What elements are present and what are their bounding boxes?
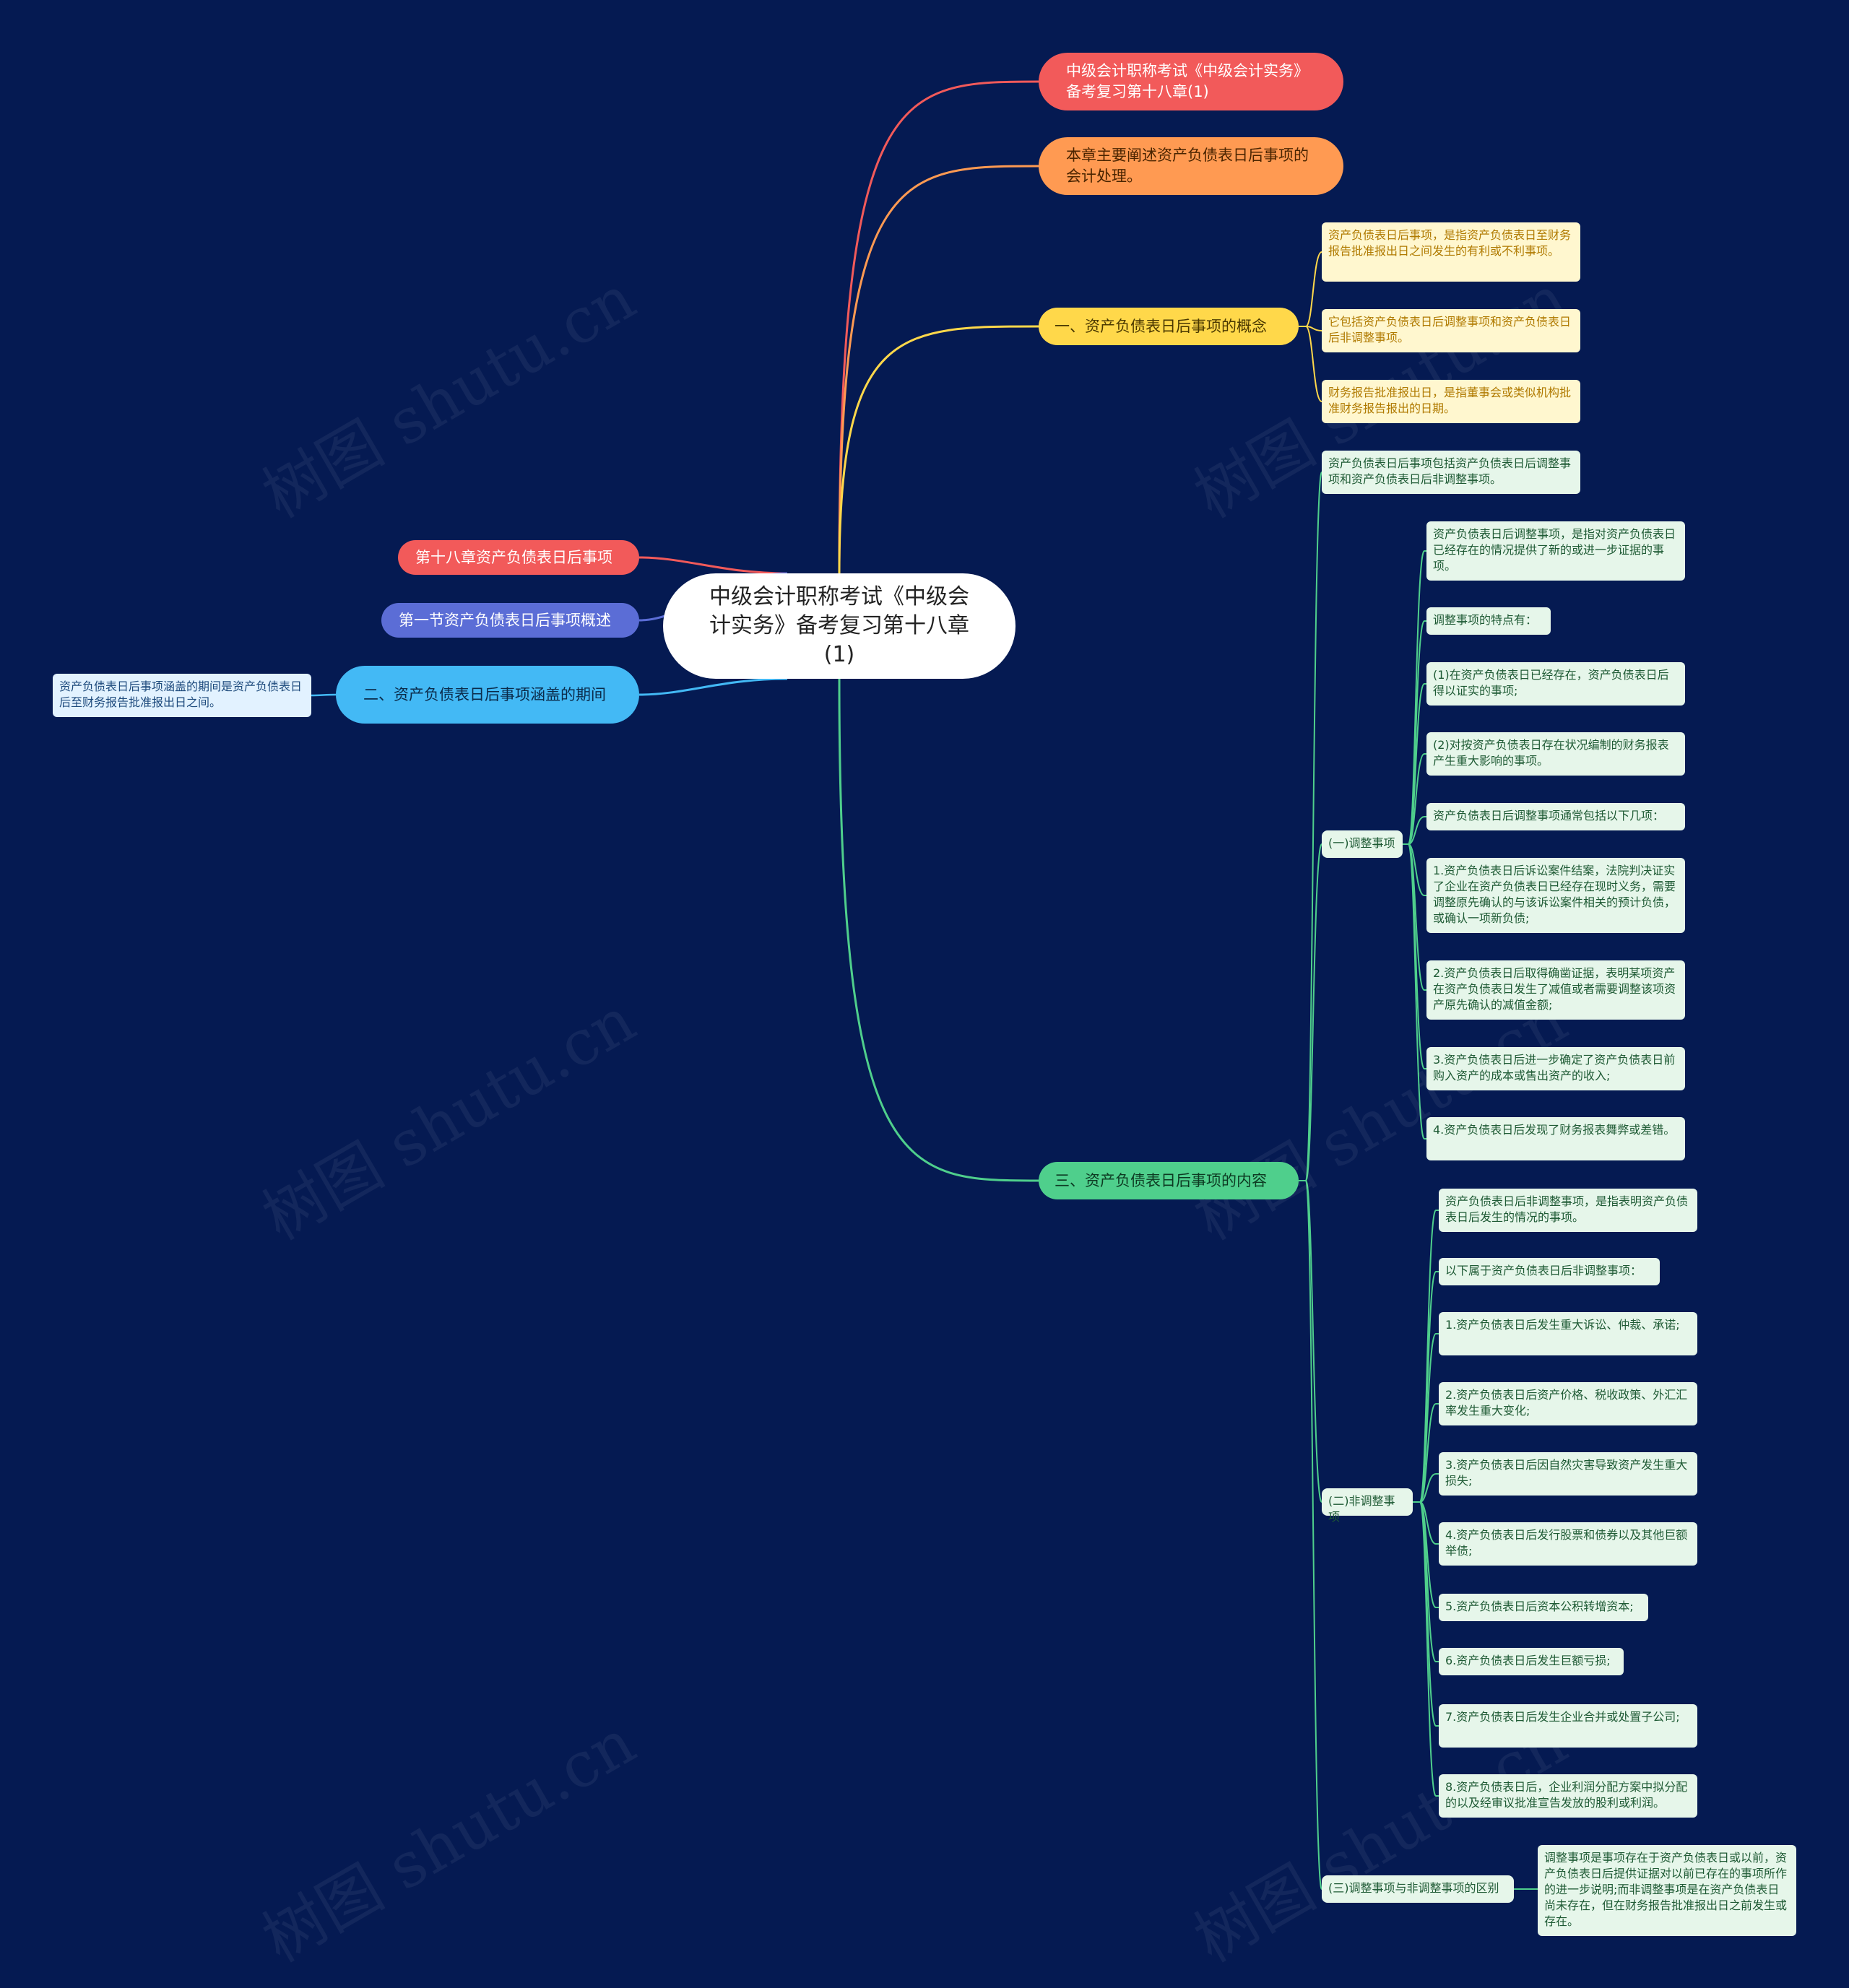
adjusting-item[interactable]: (2)对按资产负债表日存在状况编制的财务报表产生重大影响的事项。 <box>1426 732 1685 776</box>
connector-line <box>1299 1180 1322 1890</box>
connector-line <box>1403 753 1426 845</box>
title-node[interactable]: 中级会计职称考试《中级会计实务》备考复习第十八章(1) <box>1039 53 1343 110</box>
concept-node[interactable]: 一、资产负债表日后事项的概念 <box>1039 308 1299 345</box>
non-adjusting-item[interactable]: 以下属于资产负债表日后非调整事项： <box>1439 1258 1660 1285</box>
concept-item[interactable]: 财务报告批准报出日，是指董事会或类似机构批准财务报告报出的日期。 <box>1322 380 1580 423</box>
non-adjusting-item[interactable]: 3.资产负债表日后因自然灾害导致资产发生重大损失; <box>1439 1452 1697 1496</box>
difference-node[interactable]: (三)调整事项与非调整事项的区别 <box>1322 1875 1514 1903</box>
adjusting-item[interactable]: 4.资产负债表日后发现了财务报表舞弊或差错。 <box>1426 1117 1685 1160</box>
non-adjusting-item[interactable]: 2.资产负债表日后资产价格、税收政策、外汇汇率发生重大变化; <box>1439 1382 1697 1425</box>
connector-line <box>838 325 1039 574</box>
connector-line <box>838 80 1039 574</box>
adjusting-item[interactable]: 资产负债表日后调整事项，是指对资产负债表日已经存在的情况提供了新的或进一步证据的… <box>1426 521 1685 581</box>
non-adjusting-node[interactable]: (二)非调整事项 <box>1322 1488 1413 1524</box>
intro-node[interactable]: 本章主要阐述资产负债表日后事项的会计处理。 <box>1039 137 1343 195</box>
adjusting-item[interactable]: 调整事项的特点有： <box>1426 607 1551 635</box>
adjusting-item[interactable]: (1)在资产负债表日已经存在，资产负债表日后得以证实的事项; <box>1426 662 1685 706</box>
connector-line <box>1413 1403 1439 1503</box>
connector-line <box>838 678 1039 1182</box>
connector-line <box>1299 1180 1322 1503</box>
non-adjusting-item[interactable]: 资产负债表日后非调整事项，是指表明资产负债表日后发生的情况的事项。 <box>1439 1189 1697 1232</box>
period-detail[interactable]: 资产负债表日后事项涵盖的期间是资产负债表日后至财务报告批准报出日之间。 <box>53 674 311 717</box>
root-node[interactable]: 中级会计职称考试《中级会计实务》备考复习第十八章(1) <box>663 573 1016 679</box>
adjusting-item[interactable]: 2.资产负债表日后取得确凿证据，表明某项资产在资产负债表日发生了减值或者需要调整… <box>1426 960 1685 1020</box>
adjusting-node[interactable]: (一)调整事项 <box>1322 830 1403 858</box>
non-adjusting-item[interactable]: 8.资产负债表日后，企业利润分配方案中拟分配的以及经审议批准宣告发放的股利或利润… <box>1439 1774 1697 1818</box>
non-adjusting-item[interactable]: 5.资产负债表日后资本公积转增资本; <box>1439 1594 1648 1621</box>
period-node[interactable]: 二、资产负债表日后事项涵盖的期间 <box>336 666 639 724</box>
adjusting-item[interactable]: 资产负债表日后调整事项通常包括以下几项： <box>1426 803 1685 830</box>
chapter-node[interactable]: 第十八章资产负债表日后事项 <box>398 540 639 575</box>
connector-line <box>1413 1501 1439 1797</box>
non-adjusting-item[interactable]: 1.资产负债表日后发生重大诉讼、仲裁、承诺; <box>1439 1312 1697 1355</box>
connector-line <box>1299 326 1322 402</box>
non-adjusting-item[interactable]: 7.资产负债表日后发生企业合并或处置子公司; <box>1439 1704 1697 1748</box>
connector-line <box>1299 251 1322 327</box>
connector-line <box>838 165 1039 574</box>
connector-line <box>638 556 788 575</box>
connector-line <box>638 677 788 696</box>
content-summary[interactable]: 资产负债表日后事项包括资产负债表日后调整事项和资产负债表日后非调整事项。 <box>1322 451 1580 494</box>
concept-item[interactable]: 它包括资产负债表日后调整事项和资产负债表日后非调整事项。 <box>1322 309 1580 352</box>
content-node[interactable]: 三、资产负债表日后事项的内容 <box>1039 1162 1299 1199</box>
connector-line <box>1299 843 1322 1181</box>
adjusting-item[interactable]: 1.资产负债表日后诉讼案件结案，法院判决证实了企业在资产负债表日已经存在现时义务… <box>1426 858 1685 933</box>
difference-detail[interactable]: 调整事项是事项存在于资产负债表日或以前，资产负债表日后提供证据对以前已存在的事项… <box>1538 1845 1796 1936</box>
connector-line <box>1403 843 1426 1140</box>
concept-item[interactable]: 资产负债表日后事项，是指资产负债表日至财务报告批准报出日之间发生的有利或不利事项… <box>1322 222 1580 282</box>
non-adjusting-item[interactable]: 6.资产负债表日后发生巨额亏损; <box>1439 1648 1624 1675</box>
non-adjusting-item[interactable]: 4.资产负债表日后发行股票和债券以及其他巨额举债; <box>1439 1522 1697 1566</box>
connector-line <box>1403 816 1426 845</box>
section-node[interactable]: 第一节资产负债表日后事项概述 <box>381 603 639 638</box>
connector-line <box>1299 472 1322 1181</box>
adjusting-item[interactable]: 3.资产负债表日后进一步确定了资产负债表日前购入资产的成本或售出资产的收入; <box>1426 1047 1685 1090</box>
